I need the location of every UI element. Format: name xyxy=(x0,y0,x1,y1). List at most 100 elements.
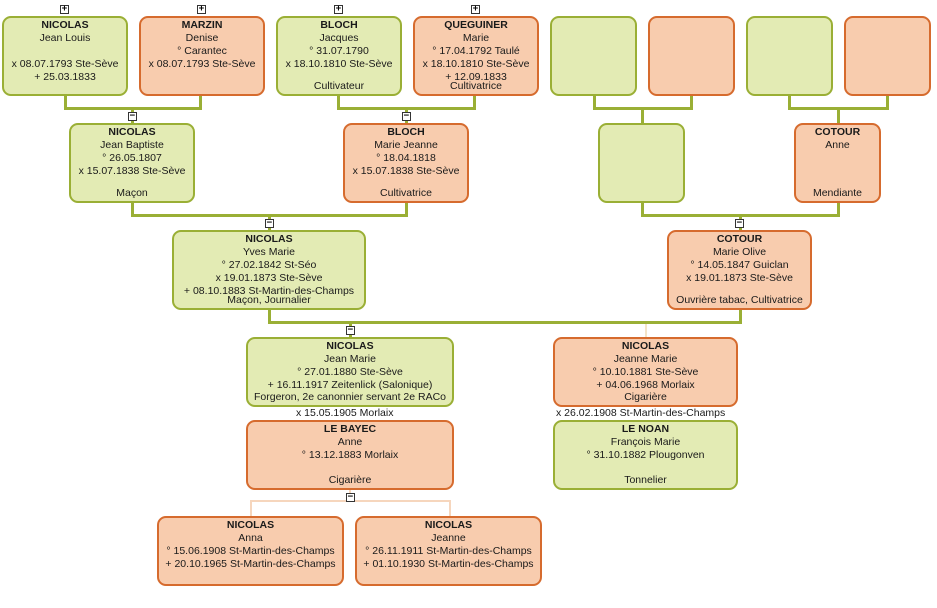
occupation: Cultivatrice xyxy=(380,187,432,199)
given-name: Yves Marie xyxy=(243,246,295,258)
detail-line: + 25.03.1833 xyxy=(34,71,96,83)
empty-person-card[interactable] xyxy=(844,16,931,96)
person-card[interactable]: LE NOAN François Marie ° 31.10.1882 Plou… xyxy=(553,420,738,490)
occupation: Tonnelier xyxy=(624,474,667,486)
given-name: Jean Marie xyxy=(324,353,376,365)
surname: BLOCH xyxy=(320,19,358,31)
detail-line: x 08.07.1793 Ste-Sève xyxy=(11,58,119,70)
connector-line xyxy=(405,201,408,216)
detail-line: ° 15.06.1908 St-Martin-des-Champs xyxy=(166,545,335,557)
person-card[interactable]: BLOCH Marie Jeanne ° 18.04.1818 x 15.07.… xyxy=(343,123,469,203)
connector-line xyxy=(593,95,596,109)
connector-line xyxy=(690,95,693,109)
expand-toggle[interactable]: + xyxy=(471,4,480,14)
detail-line: + 08.10.1883 St-Martin-des-Champs xyxy=(183,285,355,297)
detail-line: ° 31.10.1882 Plougonven xyxy=(586,449,705,461)
connector-line xyxy=(64,95,67,109)
empty-person-card[interactable] xyxy=(598,123,685,203)
connector-line xyxy=(645,324,647,339)
occupation: Cigarière xyxy=(624,391,667,403)
given-name: Jacques xyxy=(319,32,359,44)
person-card[interactable]: NICOLAS Jeanne ° 26.11.1911 St-Martin-de… xyxy=(355,516,542,586)
detail-line: ° 10.10.1881 Ste-Sève xyxy=(592,366,699,378)
collapse-toggle[interactable]: − xyxy=(128,111,137,121)
occupation: Forgeron, 2e canonnier servant 2e RACo xyxy=(253,391,447,403)
connector-line xyxy=(337,95,340,109)
surname: LE BAYEC xyxy=(323,423,377,435)
detail-line xyxy=(4,45,126,58)
empty-person-card[interactable] xyxy=(648,16,735,96)
person-card[interactable]: LE BAYEC Anne ° 13.12.1883 Morlaix Cigar… xyxy=(246,420,454,490)
person-card[interactable]: NICOLAS Anna ° 15.06.1908 St-Martin-des-… xyxy=(157,516,344,586)
occupation: Cigarière xyxy=(328,474,372,486)
connector-line xyxy=(788,95,791,109)
occupation: Ouvrière tabac, Cultivatrice xyxy=(676,294,803,306)
surname: NICOLAS xyxy=(621,340,670,352)
collapse-toggle[interactable]: − xyxy=(402,111,411,121)
connector-line xyxy=(739,308,742,324)
person-card[interactable]: COTOUR Marie Olive ° 14.05.1847 Guiclan … xyxy=(667,230,812,310)
detail-line: ° 31.07.1790 xyxy=(309,45,369,57)
detail-line: ° 13.12.1883 Morlaix xyxy=(301,449,399,461)
detail-line: ° 17.04.1792 Taulé xyxy=(432,45,520,57)
marriage-label: x 15.05.1905 Morlaix xyxy=(296,407,394,419)
detail-line: ° 26.11.1911 St-Martin-des-Champs xyxy=(365,545,532,557)
detail-line: + 01.10.1930 St-Martin-des-Champs xyxy=(363,558,534,570)
given-name: Jeanne Marie xyxy=(613,353,678,365)
empty-person-card[interactable] xyxy=(746,16,833,96)
connector-line xyxy=(641,107,644,125)
detail-line: x 19.01.1873 Ste-Sève xyxy=(215,272,323,284)
collapse-toggle[interactable]: − xyxy=(265,218,274,228)
given-name: Anne xyxy=(825,139,850,151)
person-card[interactable]: NICOLAS Jean Marie ° 27.01.1880 Ste-Sève… xyxy=(246,337,454,407)
surname: NICOLAS xyxy=(326,340,374,352)
surname: NICOLAS xyxy=(424,519,473,531)
expand-toggle[interactable]: + xyxy=(197,4,206,14)
empty-person-card[interactable] xyxy=(550,16,637,96)
surname: BLOCH xyxy=(387,126,425,138)
detail-line: + 20.10.1965 St-Martin-des-Champs xyxy=(165,558,336,570)
surname: COTOUR xyxy=(716,233,763,245)
detail-line: ° 18.04.1818 xyxy=(376,152,436,164)
marriage-label: x 26.02.1908 St-Martin-des-Champs xyxy=(556,407,726,419)
person-card[interactable]: MARZIN Denise ° Carantec x 08.07.1793 St… xyxy=(139,16,265,96)
detail-line: ° 26.05.1807 xyxy=(102,152,162,164)
occupation: Maçon, Journalier xyxy=(227,294,311,306)
expand-toggle[interactable]: + xyxy=(334,4,343,14)
occupation: Cultivateur xyxy=(313,80,365,92)
detail-line: x 08.07.1793 Ste-Sève xyxy=(148,58,256,70)
surname: NICOLAS xyxy=(226,519,275,531)
surname: LE NOAN xyxy=(621,423,670,435)
given-name: Denise xyxy=(185,32,219,44)
detail-line: x 18.10.1810 Ste-Sève xyxy=(285,58,393,70)
detail-line: x 19.01.1873 Ste-Sève xyxy=(686,272,793,284)
detail-line: + 12.09.1833 xyxy=(445,71,507,83)
detail-line: + 16.11.1917 Zeitenlick (Salonique) xyxy=(267,379,433,391)
surname: MARZIN xyxy=(181,19,223,31)
given-name: Marie Olive xyxy=(712,246,767,258)
surname: NICOLAS xyxy=(108,126,156,138)
given-name: Marie Jeanne xyxy=(374,139,438,151)
person-card[interactable]: NICOLAS Yves Marie ° 27.02.1842 St-Séo x… xyxy=(172,230,366,310)
expand-toggle[interactable]: + xyxy=(60,4,69,14)
person-card[interactable]: NICOLAS Jeanne Marie ° 10.10.1881 Ste-Sè… xyxy=(553,337,738,407)
person-card[interactable]: QUEGUINER Marie ° 17.04.1792 Taulé x 18.… xyxy=(413,16,539,96)
connector-line xyxy=(837,201,840,216)
connector-line xyxy=(473,95,476,109)
person-card[interactable]: COTOUR Anne Mendiante xyxy=(794,123,881,203)
collapse-toggle[interactable]: − xyxy=(346,325,355,335)
occupation: Maçon xyxy=(116,187,148,199)
connector-line xyxy=(268,321,742,324)
person-card[interactable]: NICOLAS Jean Baptiste ° 26.05.1807 x 15.… xyxy=(69,123,195,203)
given-name: Marie xyxy=(462,32,490,44)
person-card[interactable]: BLOCH Jacques ° 31.07.1790 x 18.10.1810 … xyxy=(276,16,402,96)
person-card[interactable]: NICOLAS Jean Louis x 08.07.1793 Ste-Sève… xyxy=(2,16,128,96)
surname: COTOUR xyxy=(814,126,861,138)
detail-line: ° Carantec xyxy=(177,45,227,57)
connector-line xyxy=(641,201,644,216)
given-name: Jean Baptiste xyxy=(100,139,164,151)
collapse-toggle[interactable]: − xyxy=(346,492,355,502)
connector-line xyxy=(199,95,202,109)
collapse-toggle[interactable]: − xyxy=(735,218,744,228)
